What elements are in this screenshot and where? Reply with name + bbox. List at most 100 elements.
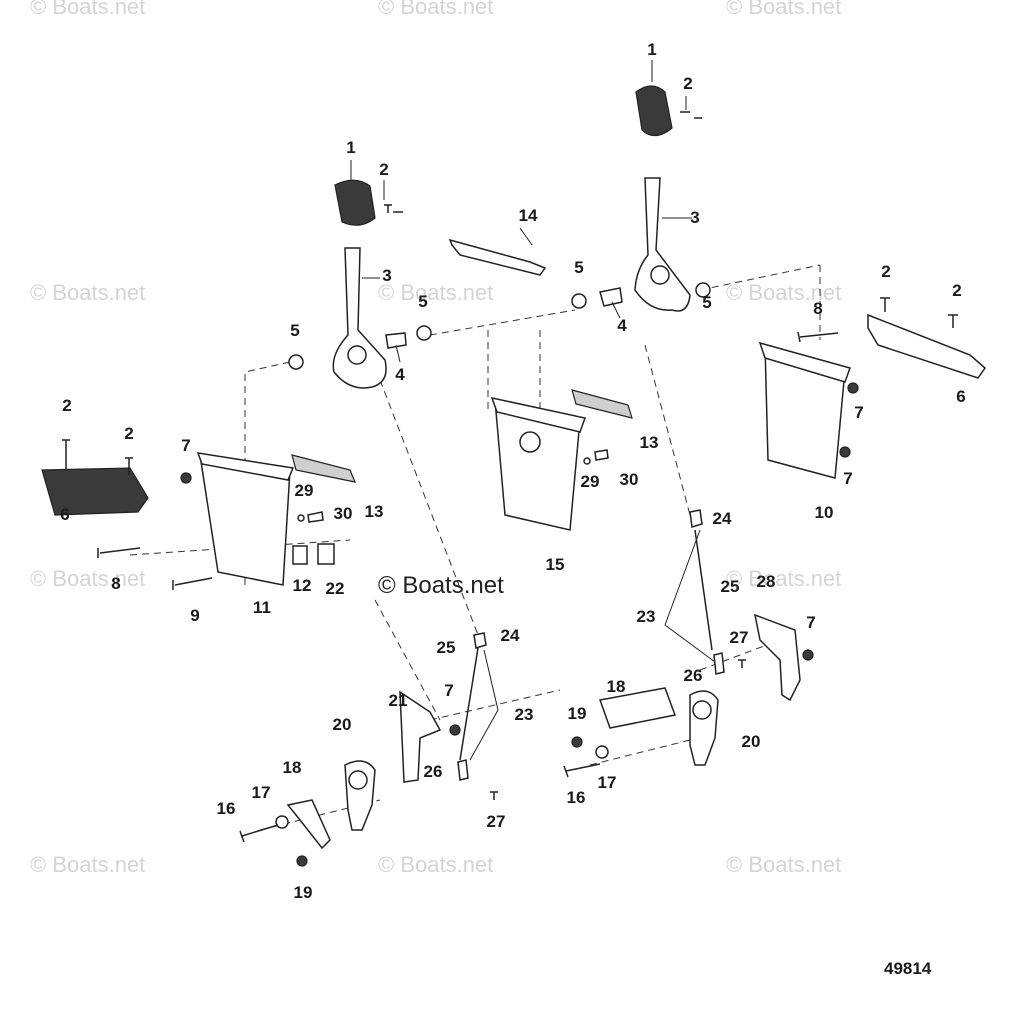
callout-4: 4 <box>617 316 627 335</box>
bolt <box>797 331 839 343</box>
handle-knob <box>635 85 673 137</box>
assembly-line <box>244 361 291 585</box>
bushing <box>416 325 432 341</box>
callout-29: 29 <box>294 481 314 500</box>
washer <box>275 815 289 829</box>
bolt <box>563 763 601 778</box>
callout-6: 6 <box>60 505 70 524</box>
callout-15: 15 <box>545 555 565 574</box>
rod-end <box>689 509 703 528</box>
leader-line <box>469 709 499 761</box>
callout-2: 2 <box>62 396 72 415</box>
callout-18: 18 <box>606 677 626 696</box>
callout-24: 24 <box>712 509 732 528</box>
callout-2: 2 <box>683 74 693 93</box>
washer <box>595 745 609 759</box>
callout-20: 20 <box>741 732 761 751</box>
leader-line <box>664 624 716 663</box>
callout-21: 21 <box>388 691 408 710</box>
friction-pad <box>571 389 633 419</box>
callout-23: 23 <box>636 607 656 626</box>
callout-2: 2 <box>952 281 962 300</box>
callout-7: 7 <box>854 403 864 422</box>
top-cover <box>448 238 547 276</box>
link-rod <box>694 529 713 651</box>
callout-5: 5 <box>702 293 712 312</box>
control-lever <box>634 177 691 312</box>
lever-hub <box>650 265 670 285</box>
watermark: © Boats.net <box>30 280 146 305</box>
pivot-pin <box>599 287 623 307</box>
callout-16: 16 <box>566 788 586 807</box>
callout-3: 3 <box>382 266 392 285</box>
callout-16: 16 <box>216 799 236 818</box>
leader-line <box>395 344 401 363</box>
watermark: © Boats.net <box>378 0 494 19</box>
callout-25: 25 <box>436 638 456 657</box>
callout-13: 13 <box>639 433 659 452</box>
nut <box>571 736 583 748</box>
bolt <box>97 547 141 558</box>
lever-hub <box>347 345 367 365</box>
callout-30: 30 <box>619 470 639 489</box>
assembly-line <box>374 599 441 721</box>
callout-7: 7 <box>181 436 191 455</box>
callout-26: 26 <box>683 666 703 685</box>
screw <box>680 111 702 119</box>
bushing <box>695 282 711 298</box>
callout-29: 29 <box>580 472 600 491</box>
ball <box>297 514 305 522</box>
assembly-line <box>589 739 691 766</box>
callout-1: 1 <box>647 40 657 59</box>
actuator-arm <box>286 799 331 850</box>
callout-25: 25 <box>720 577 740 596</box>
screw <box>384 204 403 213</box>
assembly-line <box>699 264 821 291</box>
bushing <box>288 354 304 370</box>
watermark: © Boats.net <box>726 0 842 19</box>
callout-7: 7 <box>806 613 816 632</box>
callout-20: 20 <box>332 715 352 734</box>
spacer <box>292 545 308 565</box>
callout-30: 30 <box>333 504 353 523</box>
callout-17: 17 <box>597 773 617 792</box>
screw <box>62 439 70 470</box>
watermark: © Boats.net <box>378 280 494 305</box>
callout-5: 5 <box>574 258 584 277</box>
callout-6: 6 <box>956 387 966 406</box>
plate-hole <box>519 431 541 453</box>
pivot-pin <box>385 332 407 349</box>
callout-3: 3 <box>690 208 700 227</box>
callout-24: 24 <box>500 626 520 645</box>
watermark: © Boats.net <box>726 566 842 591</box>
callout-2: 2 <box>379 160 389 179</box>
callout-5: 5 <box>290 321 300 340</box>
side-cover <box>41 467 149 516</box>
screw <box>490 791 498 800</box>
callout-1: 1 <box>346 138 356 157</box>
link-rod <box>459 647 479 761</box>
plate-flange <box>196 452 295 481</box>
side-cover <box>867 313 987 379</box>
actuator-arm <box>598 687 677 729</box>
screw <box>125 457 133 475</box>
callout-12: 12 <box>292 576 312 595</box>
watermark: © Boats.net <box>30 566 146 591</box>
watermark: © Boats.net <box>378 852 494 877</box>
rod-clip <box>457 759 469 781</box>
rod-end <box>473 632 487 649</box>
plate-flange <box>758 341 851 383</box>
watermark: © Boats.net <box>30 852 146 877</box>
callout-9: 9 <box>190 606 200 625</box>
sensor-hub <box>692 700 712 720</box>
callout-7: 7 <box>444 681 454 700</box>
assembly-line <box>379 379 481 641</box>
bracket <box>399 690 442 783</box>
leader-line <box>483 649 499 711</box>
callout-13: 13 <box>364 502 384 521</box>
callout-19: 19 <box>293 883 313 902</box>
watermark: © Boats.net <box>30 0 146 19</box>
sensor-hub <box>348 770 368 790</box>
